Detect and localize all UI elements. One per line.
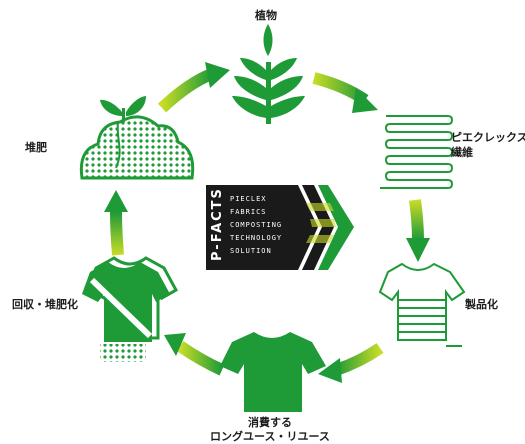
badge-text-lines: PIECLEX FABRICS COMPOSTING TECHNOLOGY SO…: [230, 193, 282, 258]
label-plant: 植物: [255, 9, 277, 22]
collect-shirt-icon: [82, 256, 179, 362]
arrow-collect-to-compost: [104, 190, 128, 256]
badge-line: PIECLEX: [230, 195, 267, 203]
badge-line: FABRICS: [230, 208, 267, 216]
label-consume-line2: ロングユース・リユース: [210, 430, 330, 443]
product-shirt-icon: [378, 262, 466, 347]
badge-line: SOLUTION: [230, 247, 272, 255]
pfacts-title: P-FACTS: [210, 187, 225, 261]
arrow-plant-to-fiber: [312, 72, 378, 113]
label-consume-line1: 消費する: [248, 416, 292, 429]
consume-shirt-icon: [220, 332, 326, 412]
plant-icon: [232, 24, 305, 124]
badge-line: TECHNOLOGY: [230, 234, 283, 242]
label-compost: 堆肥: [25, 141, 47, 154]
arrow-consume-to-collect: [164, 333, 225, 376]
fiber-coil-icon: [380, 115, 454, 189]
pfacts-badge-shape: [206, 185, 354, 270]
arrow-fiber-to-product: [406, 199, 430, 262]
label-product: 製品化: [465, 298, 498, 311]
label-fiber-line1: ピエクレックス: [451, 131, 525, 144]
compost-icon: [79, 96, 195, 180]
label-collect: 回収・堆肥化: [12, 298, 78, 311]
label-fiber-line2: 繊維: [451, 146, 473, 159]
badge-line: COMPOSTING: [230, 221, 283, 229]
pfacts-badge: P-FACTS PIECLEX FABRICS COMPOSTING TECHN…: [206, 185, 356, 270]
arrow-compost-to-plant: [157, 62, 230, 113]
arrow-product-to-consume: [318, 343, 384, 383]
